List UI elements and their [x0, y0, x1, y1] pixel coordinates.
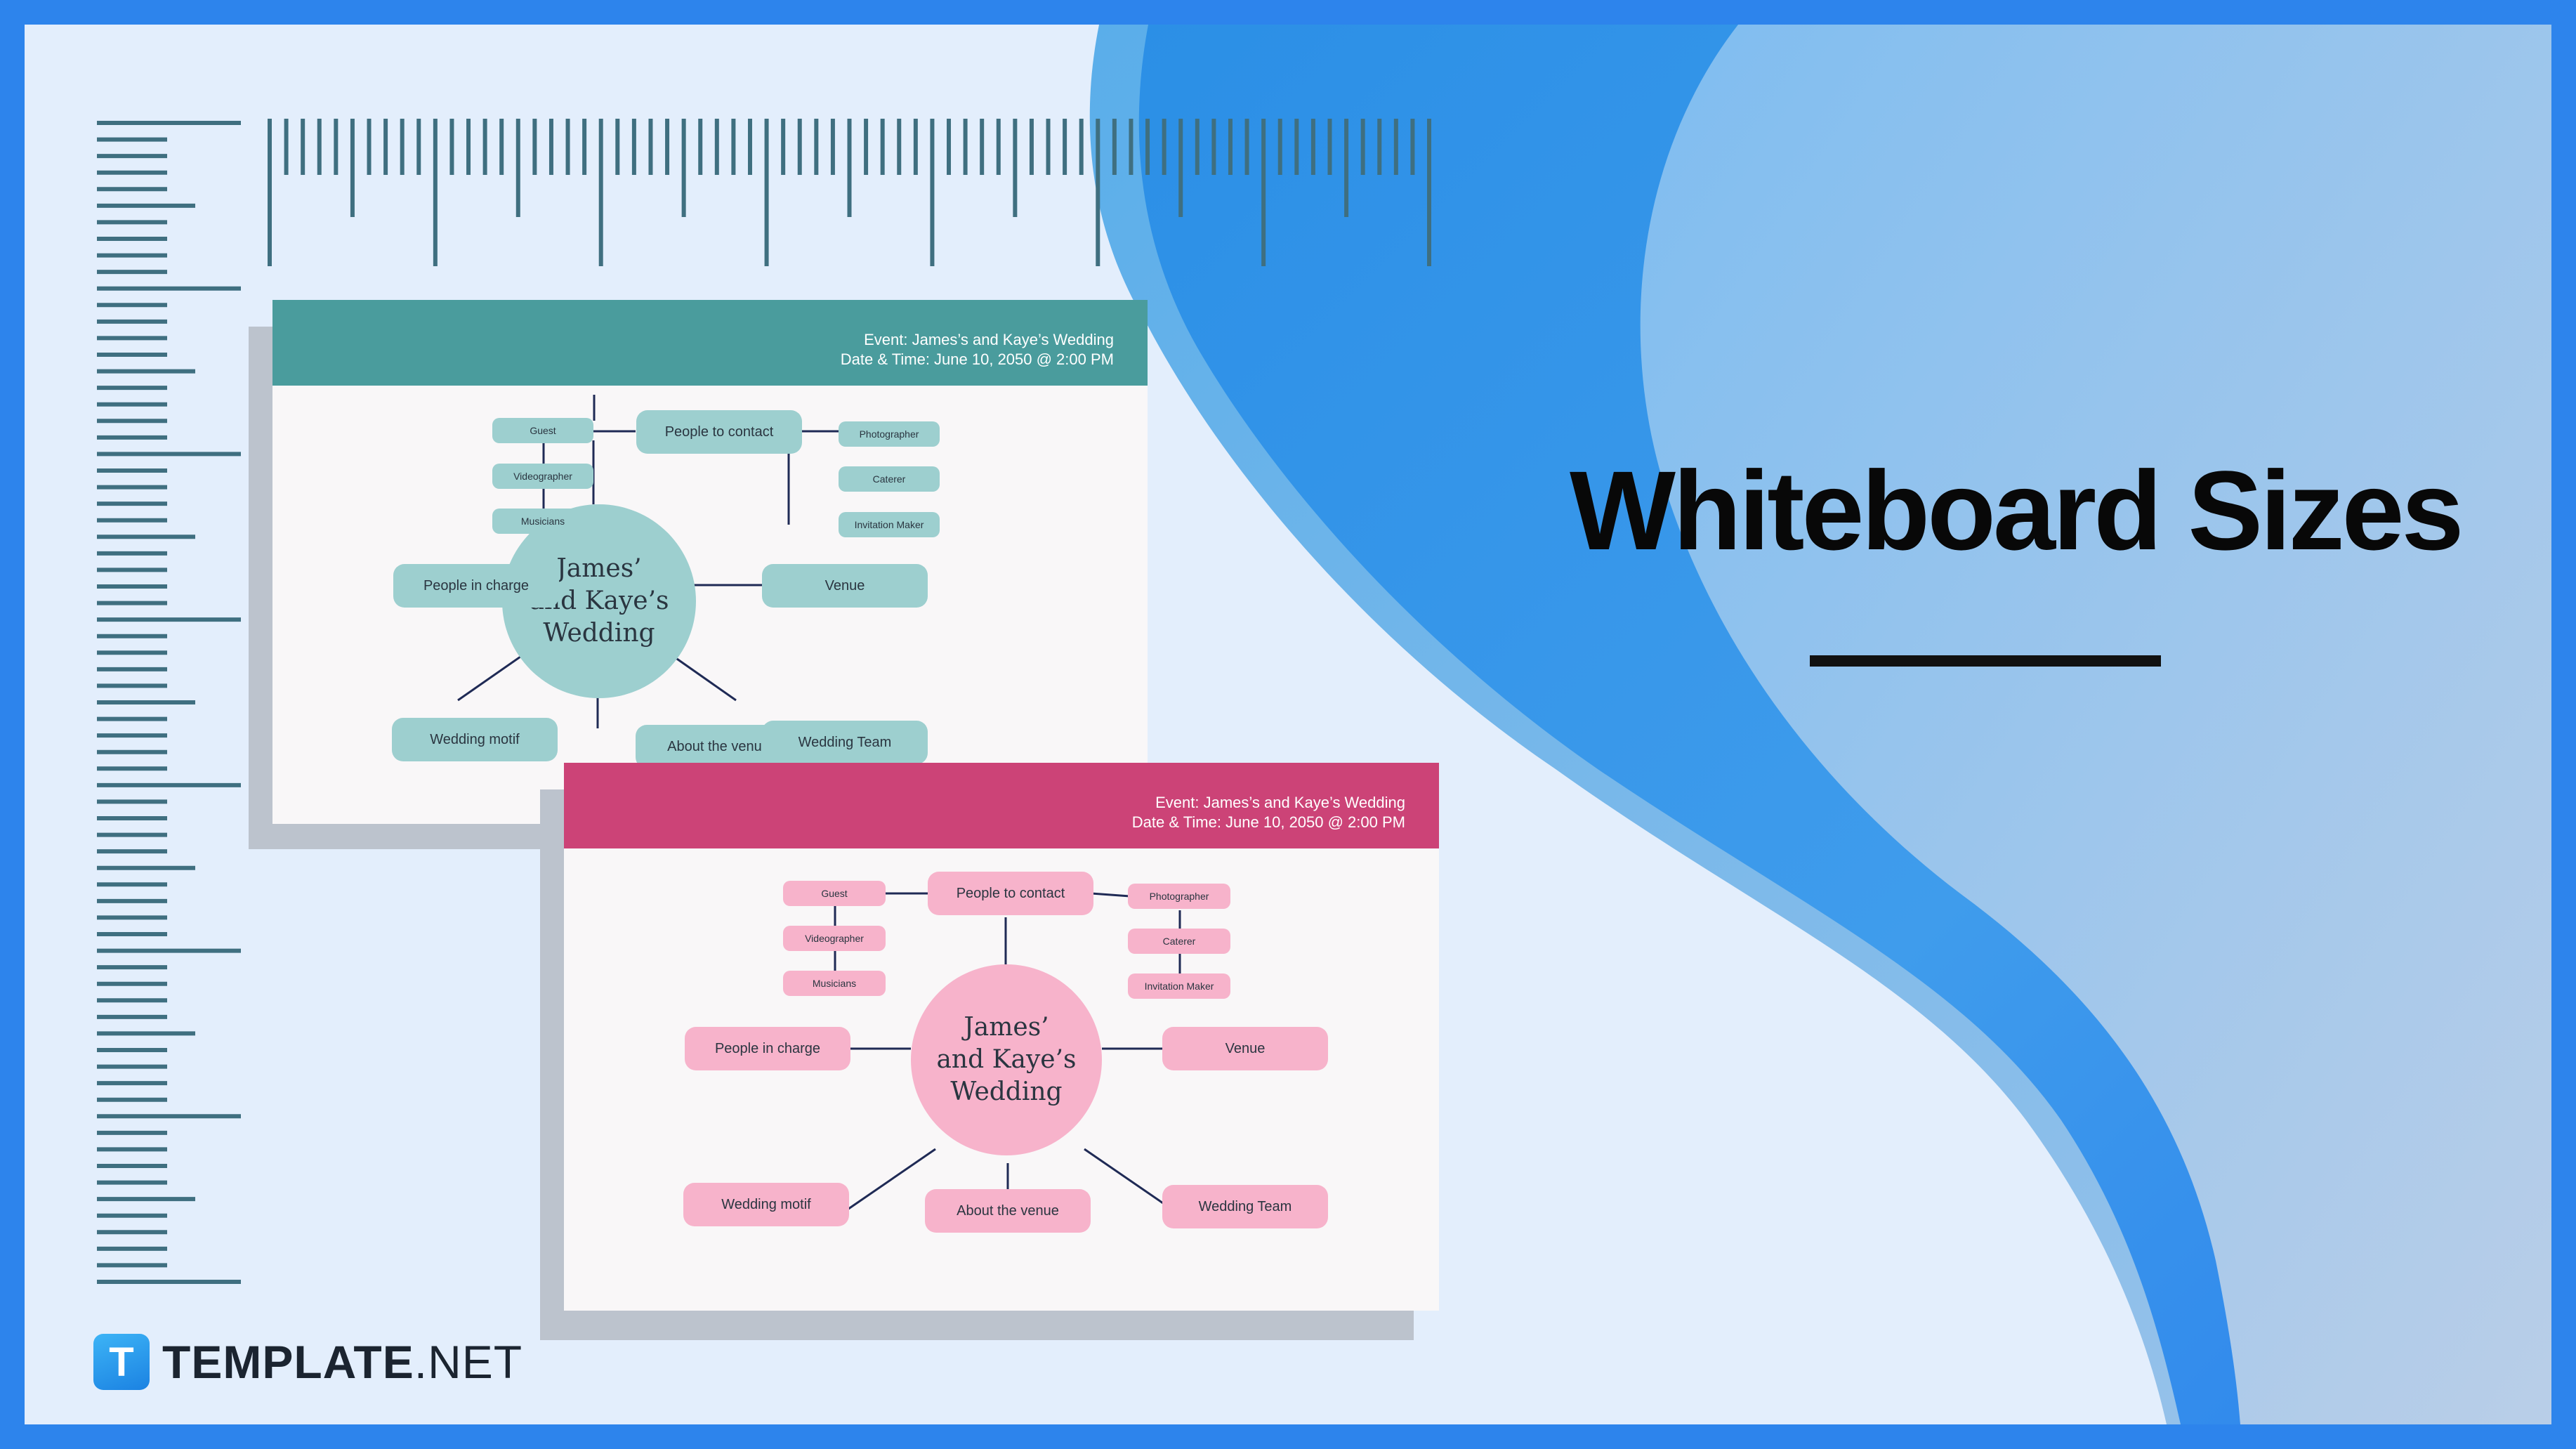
board-sheet: Event: James’s and Kaye’s Wedding Date &… — [564, 763, 1439, 1311]
logo-brand-bold: TEMPLATE — [162, 1336, 414, 1388]
center-line-2: and Kaye’s — [936, 1045, 1077, 1074]
node-guest: Guest — [783, 881, 886, 906]
brand-logo: T TEMPLATE.NET — [93, 1334, 523, 1390]
node-venue: Venue — [1162, 1027, 1328, 1070]
node-venue: Venue — [762, 564, 928, 608]
node-wedding-motif: Wedding motif — [392, 718, 558, 761]
background-wave — [1089, 25, 2551, 1424]
board-sheet: Event: James’s and Kaye’s Wedding Date &… — [272, 300, 1148, 824]
node-musicians: Musicians — [783, 971, 886, 996]
page-background: Event: James’s and Kaye’s Wedding Date &… — [25, 25, 2551, 1424]
title-underline — [1810, 655, 2161, 667]
event-name: Event: James’s and Kaye’s Wedding — [864, 331, 1114, 348]
center-line-3: Wedding — [543, 619, 655, 648]
board-header — [272, 300, 1148, 386]
node-photographer: Photographer — [1128, 884, 1230, 909]
whiteboard-teal: Event: James’s and Kaye’s Wedding Date &… — [249, 300, 1148, 862]
node-caterer: Caterer — [1128, 929, 1230, 954]
whiteboard-pink: Event: James’s and Kaye’s Wedding Date &… — [540, 763, 1439, 1340]
node-videographer: Videographer — [492, 464, 593, 489]
logo-brand-suffix: .NET — [414, 1336, 523, 1388]
node-wedding-team: Wedding Team — [1162, 1185, 1328, 1228]
center-line-3: Wedding — [950, 1077, 1063, 1106]
node-caterer: Caterer — [839, 466, 940, 492]
center-line-1: James’ — [964, 1013, 1049, 1042]
node-wedding-team: Wedding Team — [762, 721, 928, 764]
ruler-horizontal — [268, 119, 1431, 266]
node-musicians: Musicians — [492, 509, 593, 534]
event-datetime: Date & Time: June 10, 2050 @ 2:00 PM — [1131, 813, 1405, 831]
node-wedding-motif: Wedding motif — [683, 1183, 849, 1226]
node-people-in-charge: People in charge — [393, 564, 559, 608]
node-people-to-contact: People to contact — [636, 410, 802, 454]
logo-badge-icon: T — [93, 1334, 150, 1390]
node-people-in-charge: People in charge — [685, 1027, 850, 1070]
node-guest: Guest — [492, 418, 593, 443]
node-invitation-maker: Invitation Maker — [1128, 973, 1230, 999]
ruler-vertical — [97, 121, 241, 1284]
page-title: Whiteboard Sizes — [1570, 447, 2464, 573]
center-line-1: James’ — [556, 554, 642, 583]
node-people-to-contact: People to contact — [928, 872, 1093, 915]
node-about-the-venue: About the venue — [925, 1189, 1091, 1233]
board-header — [564, 763, 1439, 848]
node-videographer: Videographer — [783, 926, 886, 951]
event-name: Event: James’s and Kaye’s Wedding — [1155, 794, 1405, 811]
logo-wordmark: TEMPLATE.NET — [162, 1335, 523, 1389]
node-photographer: Photographer — [839, 421, 940, 447]
node-invitation-maker: Invitation Maker — [839, 512, 940, 537]
event-datetime: Date & Time: June 10, 2050 @ 2:00 PM — [840, 350, 1114, 368]
